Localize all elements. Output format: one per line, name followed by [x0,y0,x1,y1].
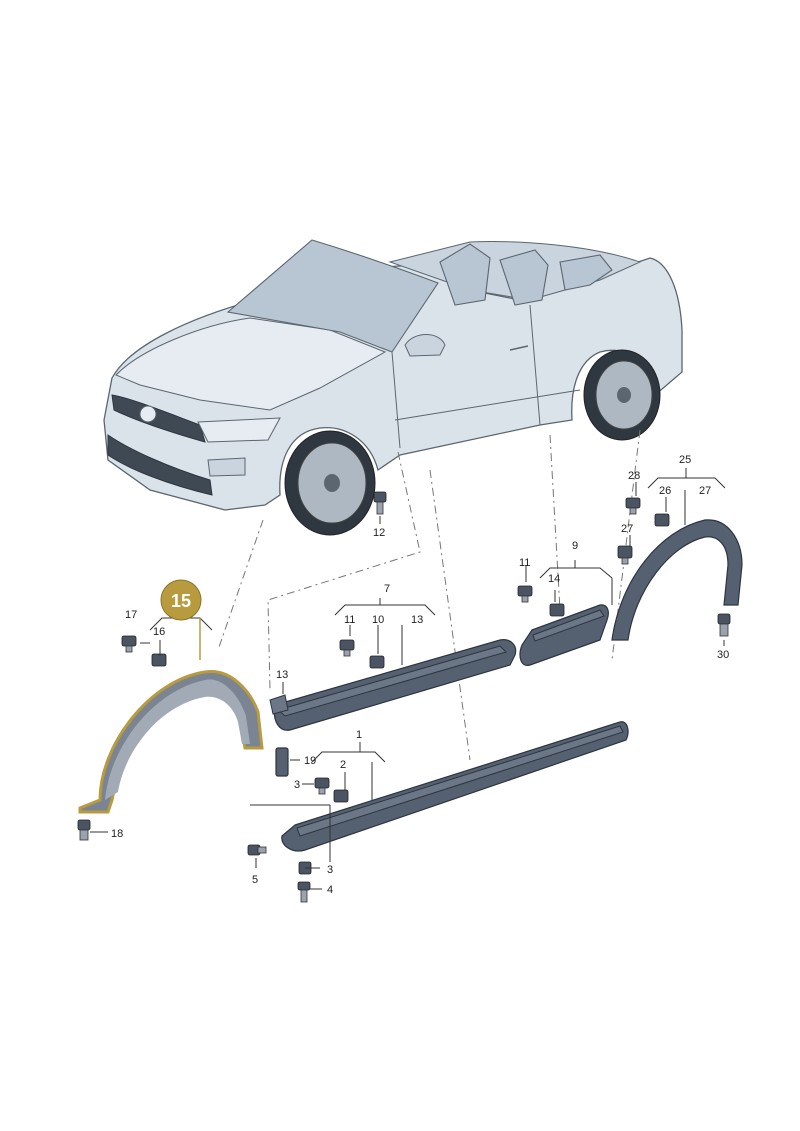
callout-27a[interactable]: 27 [699,485,711,497]
clip-14-icon[interactable] [549,603,565,617]
callout-7[interactable]: 7 [384,583,390,595]
callout-11b[interactable]: 11 [519,557,530,569]
callout-17[interactable]: 17 [125,609,137,621]
wheel-arch-rear[interactable] [611,519,743,641]
callout-18[interactable]: 18 [111,828,123,840]
callout-27b[interactable]: 27 [621,523,633,535]
callout-19[interactable]: 19 [304,755,316,767]
callout-30[interactable]: 30 [717,649,729,661]
callout-16[interactable]: 16 [153,626,165,638]
wheel-arch-front-highlighted[interactable] [78,670,264,814]
nut-26-icon[interactable] [654,513,670,527]
nut-2-icon[interactable] [333,789,349,803]
callout-28[interactable]: 28 [628,470,640,482]
leader-lines [90,468,726,890]
clip-27-icon[interactable] [617,545,633,565]
screw-30-icon[interactable] [717,613,731,637]
callout-25[interactable]: 25 [679,454,691,466]
door-moulding-rear[interactable] [519,604,609,667]
bracket-13[interactable] [269,694,289,715]
car-illustration [103,239,683,536]
callout-2[interactable]: 2 [340,759,346,771]
clip-10-icon[interactable] [369,655,385,669]
screw-18-icon[interactable] [77,819,91,841]
callout-15-badge[interactable] [160,579,202,621]
callout-3a[interactable]: 3 [294,779,300,791]
callout-12[interactable]: 12 [373,527,385,539]
callout-15-label: 15 [171,591,191,611]
screw-5-icon[interactable] [247,844,267,856]
screw-12-icon[interactable] [373,491,387,515]
callout-13b[interactable]: 13 [411,614,423,626]
nut-16-icon[interactable] [151,653,167,667]
callout-4[interactable]: 4 [327,884,333,896]
highlight-callout[interactable]: 15 [160,579,202,621]
clip-17-icon[interactable] [121,635,137,653]
clip-28-icon[interactable] [625,497,641,515]
sill-panel[interactable] [281,721,629,852]
callout-3b[interactable]: 3 [327,864,333,876]
callout-9[interactable]: 9 [572,540,578,552]
clip-11a-icon[interactable] [339,639,355,657]
callout-26[interactable]: 26 [659,485,671,497]
clip-3a-icon[interactable] [314,777,330,795]
door-moulding-front[interactable] [273,639,517,731]
callout-13a[interactable]: 13 [276,669,288,681]
callout-14[interactable]: 14 [548,573,560,585]
screw-4-icon[interactable] [297,881,311,903]
guide-lines [217,429,641,761]
callout-11a[interactable]: 11 [344,614,355,626]
clip-11b-icon[interactable] [517,585,533,603]
seal-strip[interactable] [275,747,289,777]
callout-5[interactable]: 5 [252,874,258,886]
callout-labels: 12 17 16 18 19 13 7 11 10 13 9 11 14 25 … [111,454,729,896]
callout-10[interactable]: 10 [372,614,384,626]
callout-1[interactable]: 1 [356,729,362,741]
